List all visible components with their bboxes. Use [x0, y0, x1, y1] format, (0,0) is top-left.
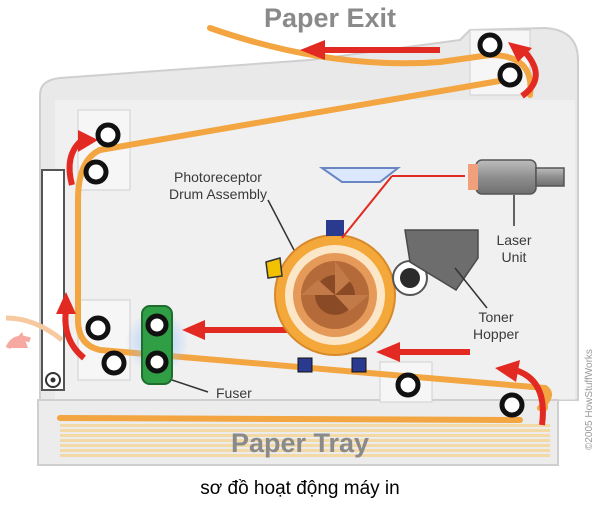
roller	[83, 159, 109, 185]
toner-label-line1: Toner	[478, 309, 513, 325]
arrow-tray	[495, 360, 546, 426]
arrow-bottom-left	[56, 292, 86, 361]
roller	[499, 392, 525, 418]
arrow-drum	[376, 342, 470, 362]
developer-roller	[392, 260, 428, 296]
toner-label-line2: Hopper	[473, 326, 519, 342]
arrow-fuser	[182, 320, 290, 340]
direction-arrows	[56, 40, 546, 426]
arrow-top-left	[66, 130, 98, 186]
laser-unit	[468, 159, 565, 226]
left-door	[41, 169, 65, 391]
diagram-caption: sơ đồ hoạt động máy in	[200, 478, 400, 499]
photoreceptor-drum	[265, 199, 396, 373]
side-exit	[5, 315, 64, 350]
roller	[477, 32, 503, 58]
roller	[497, 62, 523, 88]
roller	[85, 315, 111, 341]
fuser-label: Fuser	[216, 385, 252, 401]
paper-tray-label: Paper Tray	[231, 428, 369, 458]
toner-hopper	[404, 229, 488, 309]
paper-exit-label: Paper Exit	[264, 3, 396, 33]
paper-tray	[37, 399, 559, 466]
arrow-top-right	[508, 42, 539, 99]
fuser	[125, 305, 209, 393]
roller	[395, 372, 421, 398]
laser-beam	[341, 175, 465, 239]
copyright-label: ©2005 HowStuffWorks	[584, 349, 595, 450]
roller	[101, 350, 127, 376]
laser-mirror	[318, 167, 401, 183]
laser-label-line1: Laser	[496, 232, 531, 248]
rollers	[83, 32, 525, 418]
photoreceptor-label-line1: Photoreceptor	[174, 169, 262, 185]
photoreceptor-label-line2: Drum Assembly	[169, 186, 267, 202]
roller	[95, 122, 121, 148]
paper-stack	[60, 424, 550, 457]
arrow-exit	[300, 40, 440, 60]
laser-label-line2: Unit	[502, 249, 527, 265]
